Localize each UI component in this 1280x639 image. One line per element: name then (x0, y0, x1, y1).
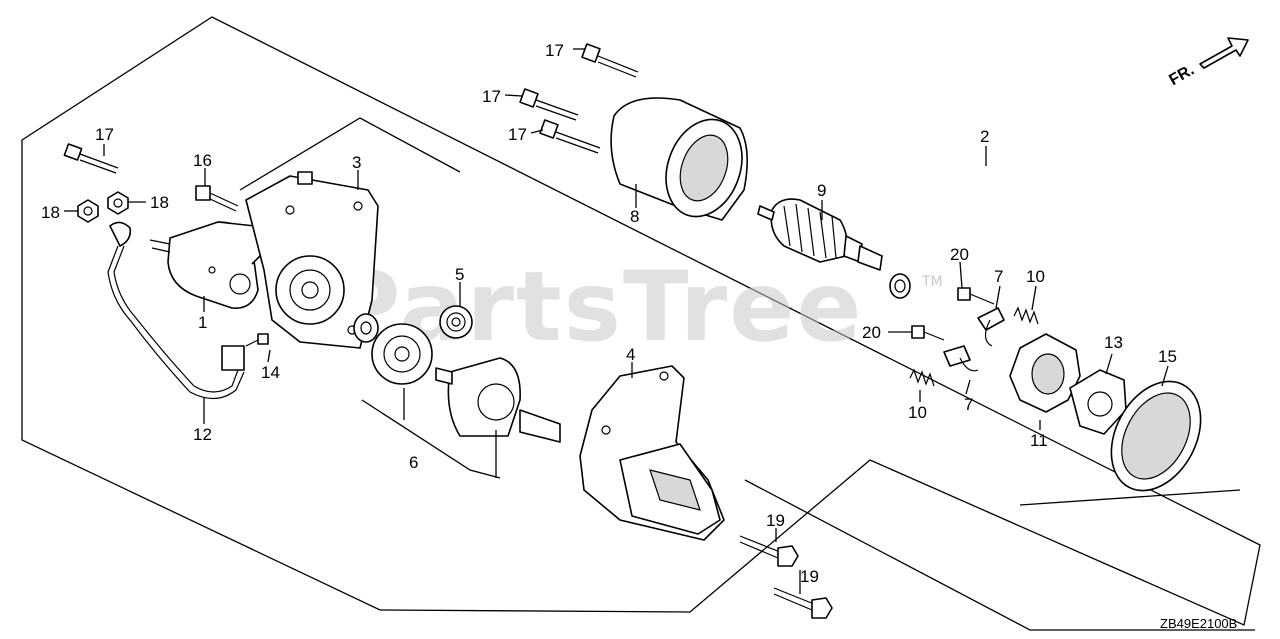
solenoid-switch[interactable] (149, 221, 263, 309)
bolt-19-lower[interactable] (773, 587, 833, 619)
nut-18-right[interactable] (107, 191, 129, 215)
callout-10-lower: 10 (908, 403, 927, 422)
spring-10-upper[interactable] (1013, 306, 1039, 325)
bolt-17-left[interactable] (63, 143, 119, 174)
callout-20-upper: 20 (950, 245, 969, 264)
callout-labels: 17 17 17 17 16 18 18 3 1 14 12 5 6 8 4 2… (41, 41, 1177, 586)
end-plate-bracket (239, 117, 461, 191)
callout-18-left: 18 (41, 203, 60, 222)
reduction-gear[interactable] (371, 323, 433, 385)
callout-14: 14 (261, 363, 280, 382)
brush-holder[interactable] (1009, 333, 1081, 413)
brush-7-lower[interactable] (943, 345, 979, 372)
callout-17-top: 17 (545, 41, 564, 60)
end-cover[interactable] (245, 171, 379, 349)
armature-washer[interactable] (889, 273, 911, 299)
callout-15: 15 (1158, 347, 1177, 366)
drive-pinion-assembly[interactable] (435, 357, 561, 443)
screw-20-lower[interactable] (911, 325, 945, 341)
callout-19-upper: 19 (766, 511, 785, 530)
washer-6[interactable] (353, 313, 379, 343)
front-housing[interactable] (579, 365, 725, 541)
callout-9: 9 (817, 181, 826, 200)
callout-6: 6 (409, 453, 418, 472)
callout-11: 11 (1030, 431, 1048, 450)
callout-18-right: 18 (150, 193, 169, 212)
callout-17-lower: 17 (508, 125, 527, 144)
callout-8: 8 (630, 207, 639, 226)
yoke-housing[interactable] (610, 97, 755, 227)
bolt-17-middle[interactable] (519, 88, 579, 121)
trademark-mark: TM (921, 274, 943, 290)
brush-group-bracket (744, 479, 1255, 631)
callout-5: 5 (455, 265, 464, 284)
wire-harness[interactable] (107, 221, 245, 400)
bolt-19-upper[interactable] (739, 535, 799, 567)
callout-17-left: 17 (95, 125, 114, 144)
spring-10-lower[interactable] (909, 368, 935, 387)
callout-19-lower: 19 (800, 567, 819, 586)
callout-7-lower: 7 (964, 395, 973, 414)
screw-14[interactable] (245, 333, 269, 347)
callout-13: 13 (1104, 333, 1123, 352)
gasket[interactable] (1093, 366, 1218, 506)
callout-3: 3 (352, 153, 361, 172)
callout-17-middle: 17 (482, 87, 501, 106)
screw-20-upper[interactable] (957, 287, 995, 305)
drawing-code: ZB49E2100B (1160, 616, 1237, 631)
bolt-17-top[interactable] (581, 43, 639, 78)
svg-text:FR.: FR. (1166, 62, 1197, 90)
callout-10-upper: 10 (1026, 267, 1045, 286)
armature[interactable] (757, 198, 883, 271)
callout-7-upper: 7 (994, 267, 1003, 286)
callout-2: 2 (980, 127, 989, 146)
callout-4: 4 (626, 345, 635, 364)
callout-16: 16 (193, 151, 212, 170)
callout-1: 1 (198, 313, 207, 332)
bolt-17-lower[interactable] (539, 119, 601, 154)
front-direction-arrow: FR. (1166, 37, 1249, 90)
callout-20-lower: 20 (862, 323, 881, 342)
callout-12: 12 (193, 425, 212, 444)
group-6-bracket (361, 388, 501, 479)
assembly-outline (21, 16, 1261, 626)
screw-16[interactable] (195, 185, 239, 212)
nut-18-left[interactable] (77, 199, 99, 223)
pinion-gear-small[interactable] (439, 305, 473, 339)
brush-7-upper[interactable] (977, 307, 1005, 347)
leader-lines (64, 48, 1169, 594)
